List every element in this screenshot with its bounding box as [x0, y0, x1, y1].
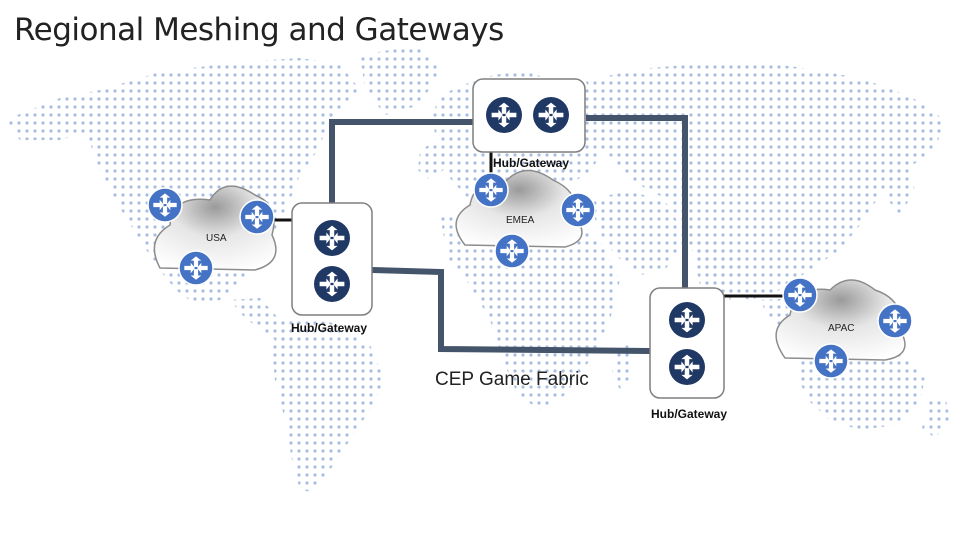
fabric-link-emea-apac	[586, 115, 688, 290]
map-new-zealand	[922, 395, 950, 438]
hub-box-emea	[472, 78, 586, 153]
fabric-links	[329, 115, 688, 354]
map-japan	[888, 160, 915, 215]
router-icon-apac-hub-2	[669, 349, 705, 385]
hub-label-apac: Hub/Gateway	[651, 407, 727, 421]
fabric-label: CEP Game Fabric	[435, 369, 589, 390]
map-madagascar	[612, 345, 632, 390]
region-label-emea: EMEA	[506, 215, 535, 226]
map-greenland	[360, 45, 440, 115]
hub-boxes	[291, 78, 725, 399]
map-south-america	[272, 320, 385, 492]
map-africa	[440, 210, 620, 410]
router-icon-usa-3	[178, 250, 214, 286]
fabric-link-usa-apac	[371, 267, 651, 354]
map-asia	[585, 62, 945, 300]
hub-box-usa	[291, 202, 373, 316]
slide-title: Regional Meshing and Gateways	[14, 12, 504, 48]
router-icon-usa-hub-2	[314, 266, 350, 302]
router-icon-usa-2	[239, 199, 275, 235]
router-icon-emea-2	[560, 192, 596, 228]
router-icon-usa-hub-1	[314, 220, 350, 256]
router-icon-emea-hub-1	[486, 97, 522, 133]
region-label-usa: USA	[206, 233, 227, 244]
hub-label-emea: Hub/Gateway	[493, 156, 569, 170]
router-icon-usa-1	[147, 187, 183, 223]
router-icon-apac-3	[813, 343, 849, 379]
router-icon-emea-1	[473, 172, 509, 208]
fabric-link-usa-emea	[329, 119, 473, 203]
routers	[147, 97, 913, 385]
router-icon-apac-hub-1	[669, 302, 705, 338]
router-icon-apac-1	[782, 277, 818, 313]
router-icon-emea-3	[494, 233, 530, 269]
router-icon-apac-2	[877, 303, 913, 339]
router-icon-emea-hub-2	[533, 97, 569, 133]
map-alaska	[5, 90, 100, 140]
hub-label-usa: Hub/Gateway	[291, 321, 367, 335]
map-uk	[418, 140, 446, 180]
map-middle-east	[590, 190, 685, 275]
map-india	[690, 238, 745, 312]
region-label-apac: APAC	[828, 323, 855, 334]
map-north-america	[85, 58, 360, 305]
hub-box-apac	[649, 287, 725, 399]
